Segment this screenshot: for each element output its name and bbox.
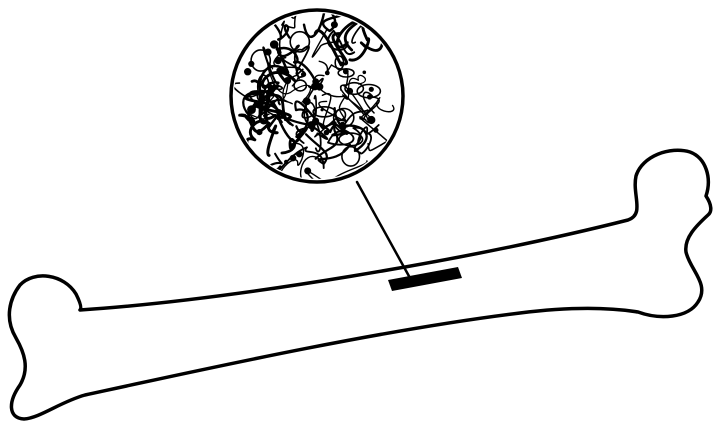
magnified-microstructure	[231, 0, 418, 217]
cell-knot	[284, 77, 291, 84]
cell-knot	[325, 71, 330, 76]
cell-knot	[324, 130, 330, 136]
cell-knot	[321, 108, 324, 111]
magnification-leader-line	[357, 182, 410, 278]
cell-knot	[342, 118, 346, 122]
cell-knot	[343, 69, 349, 75]
cell-knot	[367, 116, 375, 124]
cell-knot	[303, 97, 311, 105]
cell-knot	[272, 44, 276, 48]
cell-knot	[304, 167, 311, 174]
cell-knot	[256, 129, 262, 135]
cell-knot	[244, 68, 251, 75]
cell-knot	[346, 88, 353, 95]
cell-knot	[312, 78, 319, 85]
cell-knot	[248, 61, 254, 67]
cell-knot	[284, 160, 288, 164]
cell-knot	[331, 21, 338, 28]
cell-knot	[296, 151, 303, 158]
cell-knot	[274, 57, 281, 64]
cell-knot	[301, 72, 306, 77]
cell-knot	[272, 114, 275, 117]
bone-outline	[9, 150, 710, 419]
cell-knot	[290, 155, 297, 162]
cell-knot	[369, 87, 374, 92]
cell-knot	[265, 49, 272, 56]
cell-knot	[339, 122, 345, 128]
cell-knot	[307, 121, 315, 129]
cell-knot	[247, 105, 256, 114]
cell-knot	[373, 128, 378, 133]
cell-knot	[363, 71, 367, 75]
cell-knot	[367, 94, 372, 99]
